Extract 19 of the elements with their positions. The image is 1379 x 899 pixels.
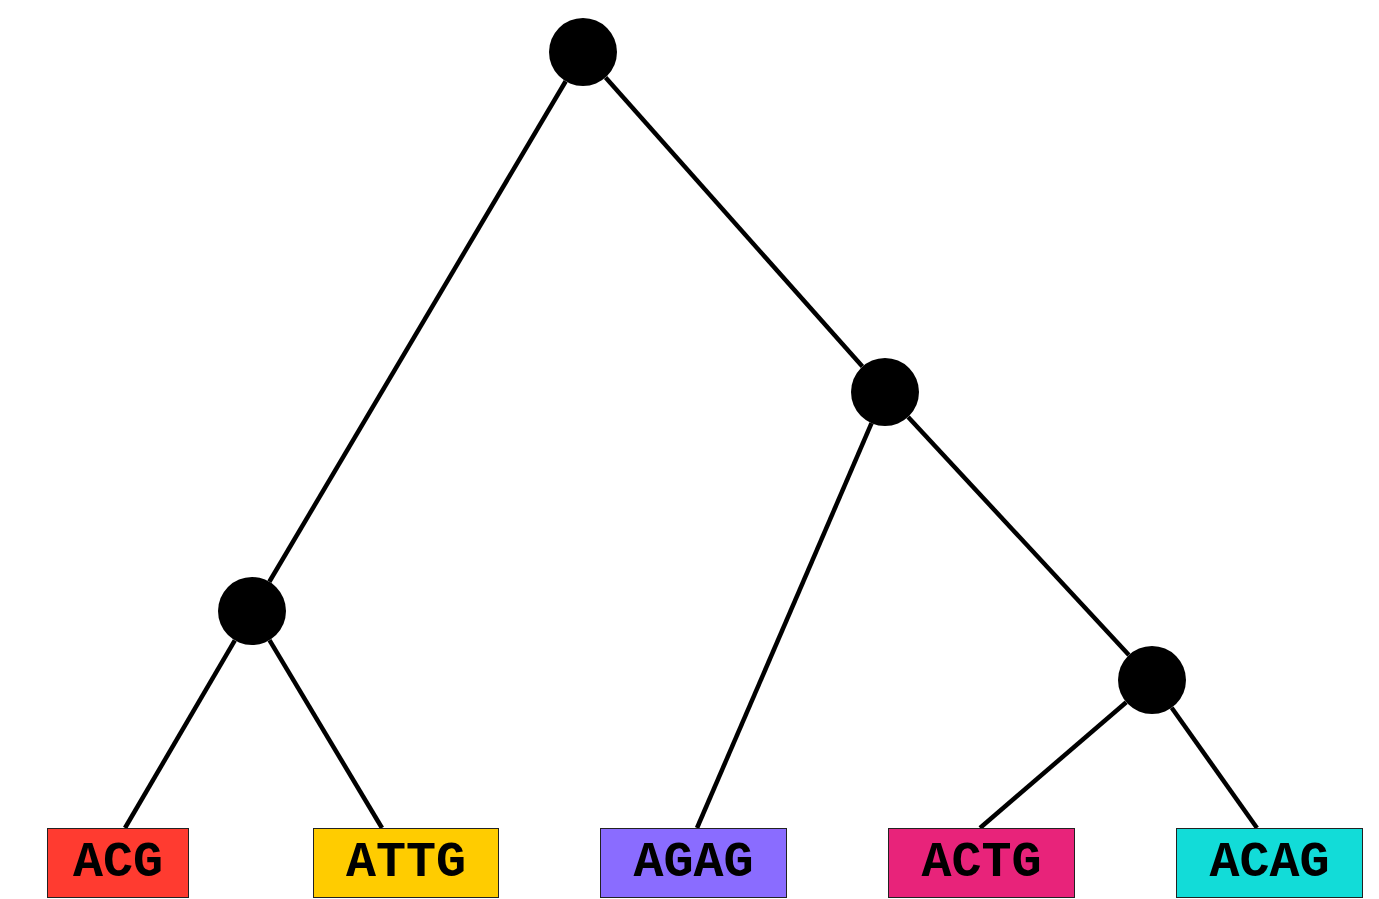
sequence-box [313, 828, 499, 898]
node-circle [1118, 646, 1186, 714]
tree-branch [603, 75, 865, 369]
node-circle [851, 358, 919, 426]
sequence-box [600, 828, 787, 898]
tree-branch [906, 415, 1131, 657]
sequence-label: ATTG [346, 838, 466, 888]
sequence-box [888, 828, 1075, 898]
sequence-label: ACAG [1209, 838, 1330, 888]
tree-branch [978, 700, 1128, 830]
sequence-label: ACG [73, 838, 163, 888]
sequence-label: ACTG [921, 838, 1042, 888]
tree-branch [267, 80, 568, 583]
sequence-box [47, 828, 189, 898]
sequence-label: AGAG [633, 838, 754, 888]
tree-branch [123, 639, 237, 830]
sequence-box [1176, 828, 1363, 898]
tree-branch [1169, 706, 1259, 830]
tree-branch [267, 639, 384, 830]
